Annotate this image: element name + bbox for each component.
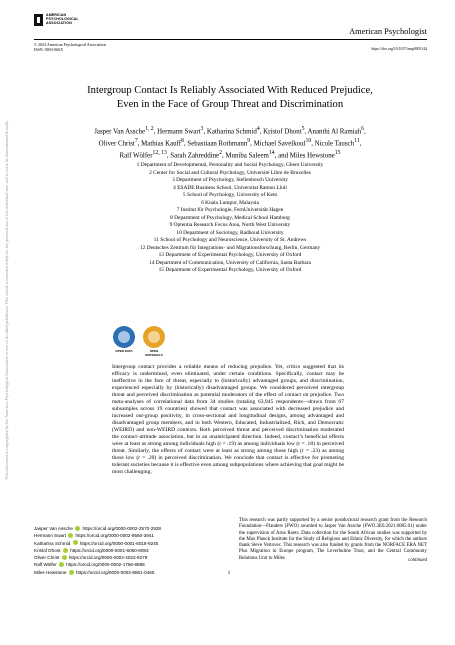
open-materials-icon bbox=[143, 326, 165, 348]
affiliation: 14 Department of Communication, Universi… bbox=[149, 259, 311, 266]
abstract: Intergroup contact provides a reliable m… bbox=[112, 364, 344, 475]
orcid-icon bbox=[61, 554, 67, 560]
affiliation: 1 Department of Developmental, Personali… bbox=[136, 162, 324, 168]
orcid-row: Jasper Van Assche https://orcid.org/0000… bbox=[34, 525, 161, 531]
copyright-line: © 2023 American Psychological Associatio… bbox=[34, 42, 106, 47]
open-data-icon bbox=[113, 326, 135, 348]
orcid-link[interactable]: https://orcid.org/0000-0002-9560-3941 bbox=[75, 533, 154, 539]
open-materials-badge[interactable]: OPEN MATERIALS bbox=[142, 326, 166, 359]
copyright-block: © 2023 American Psychological Associatio… bbox=[34, 42, 106, 52]
orcid-link[interactable]: https://orcid.org/0000-0002-4022-9278 bbox=[68, 555, 148, 561]
orcid-icon bbox=[68, 533, 74, 539]
orcid-link[interactable]: https://orcid.org/0000-0002-1756-8888 bbox=[66, 562, 145, 568]
affiliation: 9 Optentia Research Focus Area, North We… bbox=[169, 222, 291, 228]
orcid-row: Miles Hewstone https://orcid.org/0000-00… bbox=[34, 569, 155, 575]
affiliation: 10 Department of Sociology, Radboud Univ… bbox=[176, 229, 284, 236]
orcid-icon bbox=[68, 569, 74, 575]
orcid-list: Jasper Van Assche https://orcid.org/0000… bbox=[34, 525, 224, 576]
affiliation: 4 ESADE Business School, Universitat Ram… bbox=[173, 184, 287, 191]
page-number: 1 bbox=[227, 570, 231, 576]
orcid-icon bbox=[72, 540, 78, 546]
apa-logo: AMERICAN PSYCHOLOGICAL ASSOCIATION bbox=[34, 13, 94, 29]
orcid-row: Hermann Swart https://orcid.org/0000-000… bbox=[34, 533, 154, 539]
author-list: Jasper Van Assche1, 2, Hermann Swart3, K… bbox=[40, 125, 420, 161]
orcid-link[interactable]: https://orcid.org/0000-0001-6018-9245 bbox=[79, 540, 159, 546]
author-line: Ralf Wölfer12, 13, Sarah Zahreddine2, Mu… bbox=[119, 149, 341, 160]
open-data-badge[interactable]: OPEN DATA bbox=[112, 326, 136, 359]
orcid-row: Katharina Schmid https://orcid.org/0000-… bbox=[34, 540, 159, 546]
orcid-row: Ralf Wölfer https://orcid.org/0000-0002-… bbox=[34, 562, 145, 568]
continued-label: continued bbox=[408, 558, 427, 563]
journal-name: American Psychologist bbox=[349, 27, 427, 36]
author-line: Oliver Christ7, Mathias Kauff8, Sebastia… bbox=[98, 137, 362, 148]
orcid-link[interactable]: https://orcid.org/0000-0002-8861-0465 bbox=[76, 569, 155, 575]
open-materials-label: OPEN MATERIALS bbox=[145, 349, 163, 357]
funding-note: This research was partly supported by a … bbox=[239, 518, 427, 561]
orcid-icon bbox=[62, 547, 68, 553]
open-data-label: OPEN DATA bbox=[115, 349, 133, 353]
affiliation: 15 Department of Experimental Psychology… bbox=[158, 267, 302, 273]
apa-logo-icon bbox=[34, 14, 43, 26]
affiliation: 7 Institut für Psychologie, FernUniversi… bbox=[176, 207, 284, 213]
affiliation-list: 1 Department of Developmental, Personali… bbox=[40, 162, 420, 275]
orcid-link[interactable]: https://orcid.org/0000-0001-6060-8083 bbox=[70, 547, 149, 553]
copyright-side-note: This document is copyrighted by the Amer… bbox=[4, 120, 20, 480]
affiliation: 12 Deutsches Zentrum für Integrations- u… bbox=[139, 244, 321, 251]
copyright-side-note-text: This document is copyrighted by the Amer… bbox=[4, 120, 9, 480]
affiliation: 11 School of Psychology and Neuroscience… bbox=[153, 237, 307, 243]
orcid-icon bbox=[75, 525, 81, 531]
orcid-row: Oliver Christ https://orcid.org/0000-000… bbox=[34, 554, 148, 561]
header-rule bbox=[34, 39, 427, 40]
orcid-link[interactable]: https://orcid.org/0000-0002-2570-2928 bbox=[82, 526, 161, 531]
affiliation: 6 Kuala Lumpur, Malaysia bbox=[201, 199, 259, 206]
affiliation: 8 Department of Psychology, Medical Scho… bbox=[170, 214, 290, 221]
author-line: Jasper Van Assche1, 2, Hermann Swart3, K… bbox=[94, 126, 366, 136]
affiliation: 13 Department of Experimental Psychology… bbox=[158, 252, 302, 258]
affiliation: 2 Center for Social and Cultural Psychol… bbox=[149, 169, 311, 176]
orcid-row: Kristof Dhont https://orcid.org/0000-000… bbox=[34, 547, 149, 553]
apa-logo-text: AMERICAN PSYCHOLOGICAL ASSOCIATION bbox=[46, 13, 79, 26]
article-title: Intergroup Contact Is Reliably Associate… bbox=[87, 85, 373, 110]
doi-link[interactable]: https://doi.org/10.1037/amp0001144 bbox=[371, 47, 427, 51]
affiliation: 5 School of Psychology, University of Ke… bbox=[182, 192, 278, 198]
issn-line: ISSN: 0003-066X bbox=[34, 47, 64, 52]
orcid-icon bbox=[59, 562, 64, 568]
affiliation: 3 Department of Psychology, Stellenbosch… bbox=[172, 177, 288, 183]
